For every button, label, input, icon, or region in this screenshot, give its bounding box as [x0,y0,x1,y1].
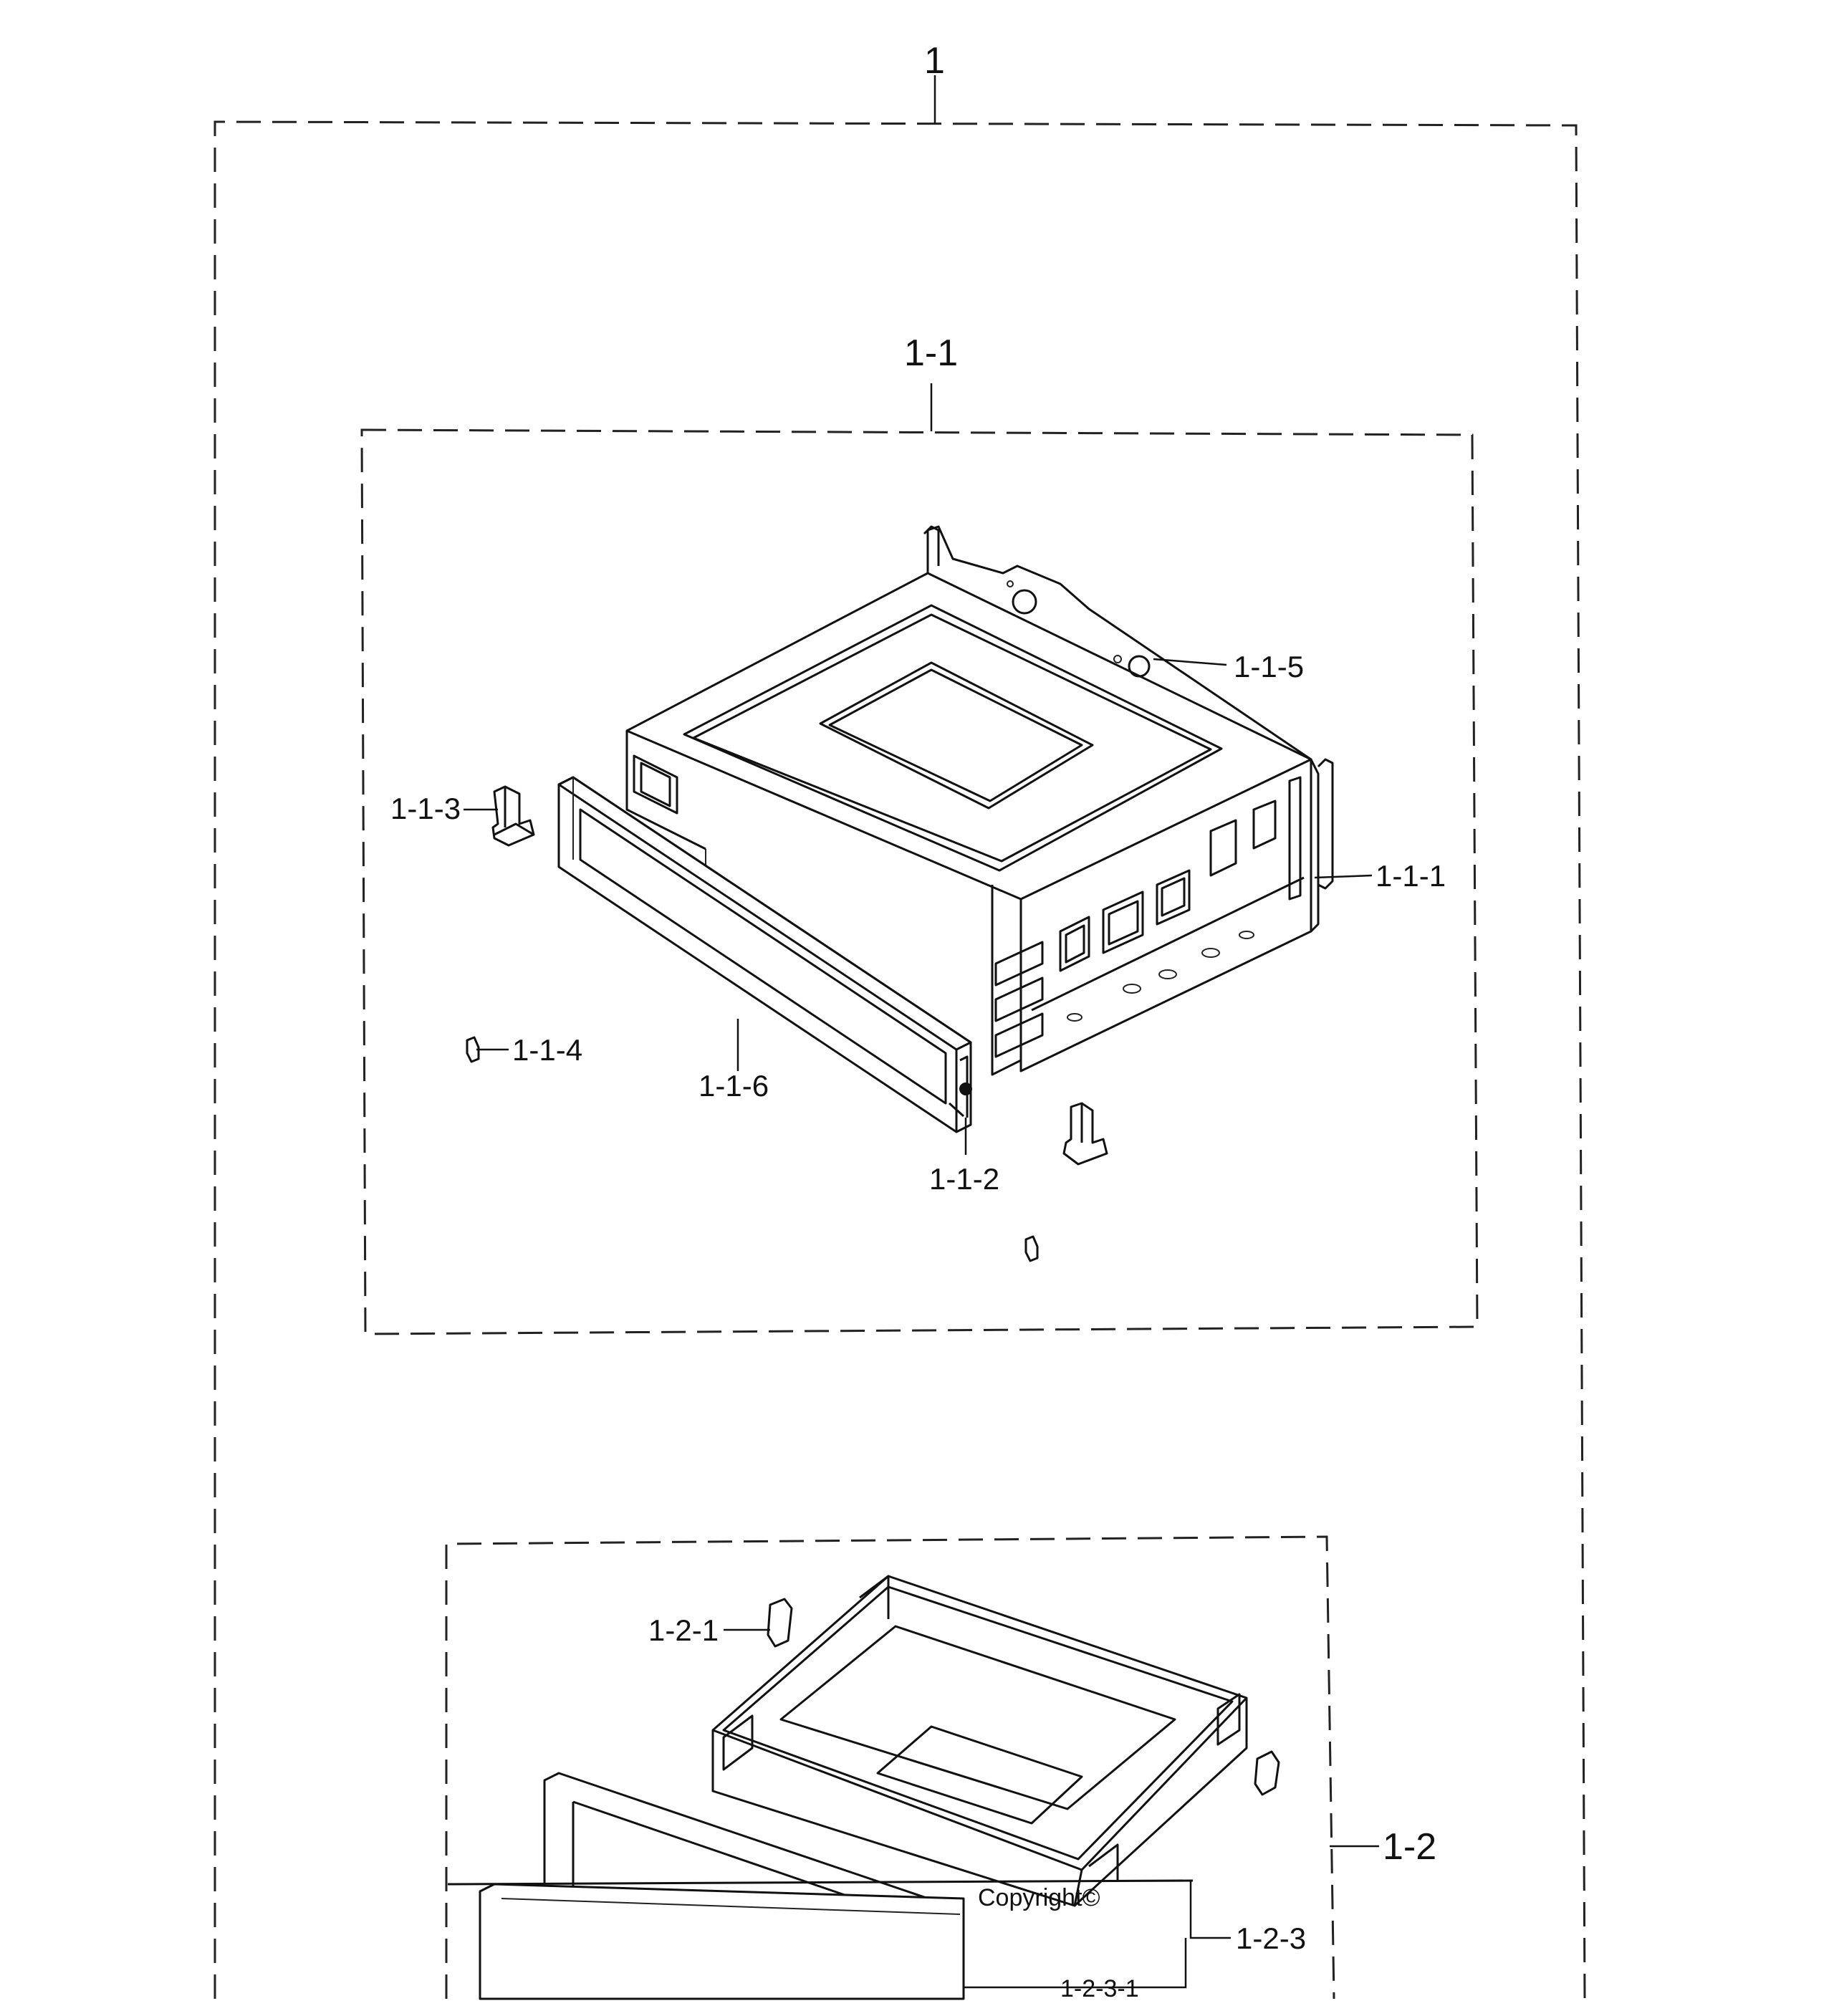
label-part-1-1-2: 1-1-2 [929,1162,999,1196]
assembly-1-boundary [213,75,1586,2000]
clip-1-1-4 [466,1036,480,1063]
labels: 1 1-1 1-1-5 1-1-1 1-1-3 1-1-4 1-1-6 1-1-… [390,40,1446,2002]
drawer-1-2 [447,1575,1280,2000]
assembly-1-1-boundary [360,383,1479,1335]
label-assembly-1-1: 1-1 [904,332,958,374]
label-part-1-1-5: 1-1-5 [1234,650,1304,683]
front-frame-1-1-6 [557,776,972,1133]
cabinet-assembly-1-1-5 [625,525,1334,1076]
label-part-1-1-3: 1-1-3 [390,792,461,825]
label-part-1-2-3-1: 1-2-3-1 [1060,1975,1139,2002]
label-assembly-1-2: 1-2 [1383,1826,1436,1868]
label-part-1-2-3: 1-2-3 [1236,1921,1306,1955]
label-part-1-1-6: 1-1-6 [699,1069,769,1103]
bracket-right [1062,1102,1108,1166]
label-part-1-2-1: 1-2-1 [648,1613,719,1647]
clip-right [1024,1235,1039,1262]
assembly-1-2-boundary [445,1535,1379,2000]
leader-lines [464,658,1373,1989]
bracket-1-1-3 [491,785,535,847]
copyright-text: Copyright© [978,1884,1100,1911]
label-assembly-1: 1 [924,40,945,82]
label-part-1-1-4: 1-1-4 [512,1033,582,1067]
label-part-1-1-1: 1-1-1 [1376,859,1446,893]
